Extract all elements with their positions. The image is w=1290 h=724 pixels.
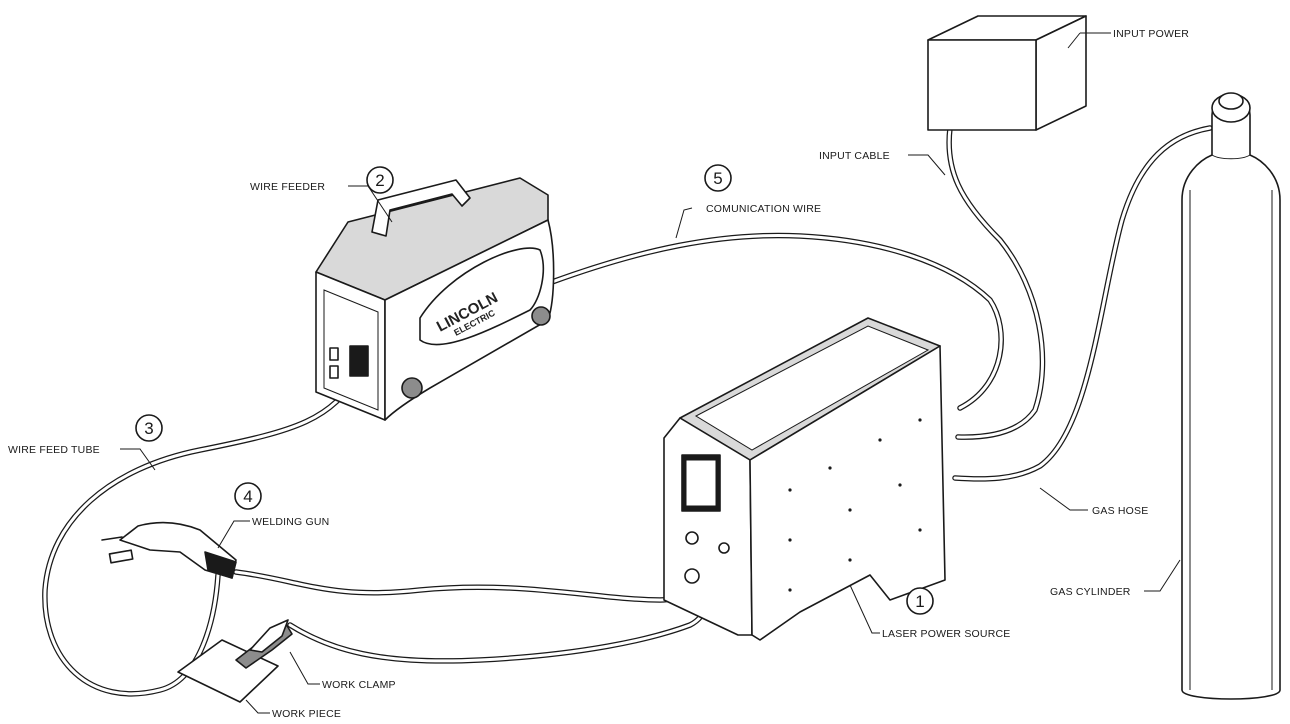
label-wire-feed-tube: WIRE FEED TUBE xyxy=(8,444,100,456)
callout-2-number: 2 xyxy=(375,171,384,190)
cables xyxy=(42,125,1213,697)
gun-cable xyxy=(233,569,695,603)
input-cable xyxy=(946,125,1046,440)
callout-1-number: 1 xyxy=(915,592,924,611)
callout-2: 2 xyxy=(366,166,394,194)
label-input-power: INPUT POWER xyxy=(1113,28,1189,40)
work-clamp xyxy=(235,619,293,669)
label-input-cable: INPUT CABLE xyxy=(819,150,890,162)
gas-hose xyxy=(952,125,1213,482)
wire-feed-tube xyxy=(42,369,363,697)
callout-5-number: 5 xyxy=(713,169,722,188)
label-welding-gun: WELDING GUN xyxy=(252,516,329,528)
callout-3-number: 3 xyxy=(144,419,153,438)
wire-feeder: LINCOLN ELECTRIC xyxy=(315,177,555,421)
label-work-clamp: WORK CLAMP xyxy=(322,679,396,691)
callout-4: 4 xyxy=(234,482,262,510)
callout-3: 3 xyxy=(135,414,163,442)
leaders xyxy=(120,32,1181,714)
input-power-box xyxy=(927,15,1087,131)
label-laser-power-source: LASER POWER SOURCE xyxy=(882,628,1010,640)
callout-4-number: 4 xyxy=(243,487,252,506)
gas-cylinder xyxy=(1181,92,1281,700)
label-gas-hose: GAS HOSE xyxy=(1092,505,1148,517)
laser-power-source xyxy=(663,317,946,641)
label-wire-feeder: WIRE FEEDER xyxy=(250,181,325,193)
welding-gun xyxy=(101,521,237,579)
label-gas-cylinder: GAS CYLINDER xyxy=(1050,586,1131,598)
communication-wire xyxy=(549,232,1004,411)
callout-5: 5 xyxy=(704,164,732,192)
label-comunication-wire: COMUNICATION WIRE xyxy=(706,203,821,215)
label-work-piece: WORK PIECE xyxy=(272,708,341,720)
callout-1: 1 xyxy=(906,587,934,615)
